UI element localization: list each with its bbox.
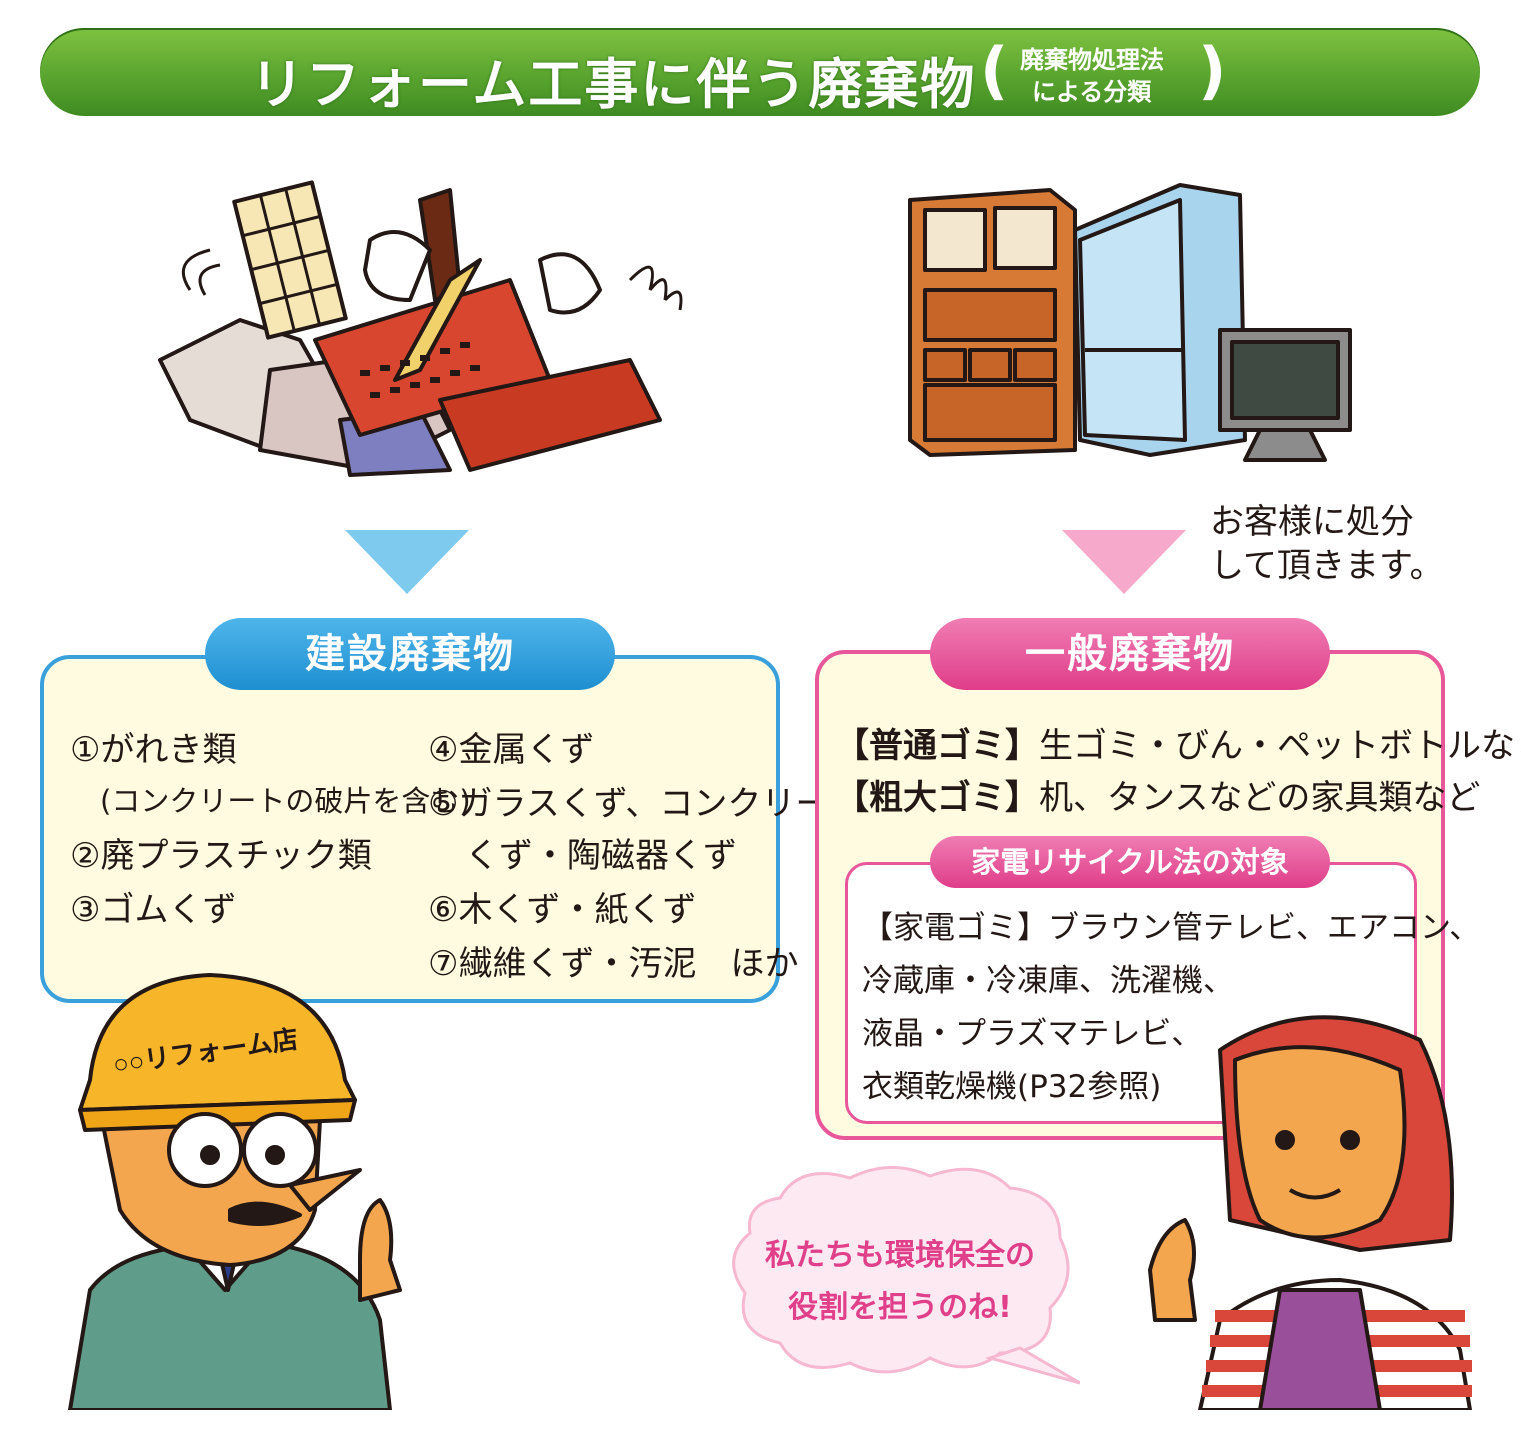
appliance-recycling-box [845, 862, 1417, 1124]
speech-line1: 私たちも環境保全の [765, 1238, 1035, 1273]
appliance-line: 衣類乾燥機(P32参照) [862, 1069, 1162, 1105]
normal-garbage-text: 生ゴミ・びん・ペットボトルなど [1039, 726, 1521, 766]
appliance-line: 【家電ゴミ】ブラウン管テレビ、エアコン、 [862, 902, 1480, 947]
construction-item-note: (コンクリートの破片を含む) [100, 784, 471, 818]
construction-waste-box [40, 655, 780, 1003]
disposal-note-line1: お客様に処分 [1210, 502, 1414, 542]
bulky-garbage-text: 机、タンスなどの家具類など [1039, 778, 1481, 818]
page-title: リフォーム工事に伴う廃棄物 [250, 53, 977, 116]
down-arrow-icon [345, 530, 469, 594]
woman-illustration [1148, 1015, 1472, 1410]
general-waste-heading: 一般廃棄物 [930, 618, 1330, 690]
construction-item: ①がれき類 [70, 730, 237, 770]
construction-item: ⑤ガラスくず、コンクリート [428, 784, 864, 824]
normal-garbage-tag: 【普通ゴミ】 [835, 726, 1039, 766]
title-subtitle-line1: 廃棄物処理法 [1020, 46, 1164, 74]
appliance-recycling-heading: 家電リサイクル法の対象 [930, 836, 1330, 888]
construction-item: ⑦繊維くず・汚泥 ほか [428, 944, 799, 984]
normal-garbage-line: 【普通ゴミ】生ゴミ・びん・ペットボトルなど [835, 718, 1521, 767]
bulky-garbage-tag: 【粗大ゴミ】 [835, 778, 1039, 818]
furniture-appliances-illustration [908, 183, 1352, 462]
title-paren-open: ( [980, 34, 1009, 107]
speech-bubble [732, 1166, 1080, 1385]
construction-worker-illustration: ○○リフォーム店 [68, 973, 402, 1410]
bulky-garbage-line: 【粗大ゴミ】机、タンスなどの家具類など [835, 770, 1480, 819]
down-arrow-icon [1062, 530, 1186, 594]
appliance-line: 冷蔵庫・冷凍庫、洗濯機、 [862, 963, 1234, 999]
title-paren-close: ) [1198, 34, 1227, 107]
disposal-note-line2: して頂きます。 [1210, 546, 1444, 586]
construction-item: ③ゴムくず [70, 890, 237, 930]
speech-bubble-text: 私たちも環境保全の 役割を担うのね! [740, 1230, 1060, 1334]
construction-item: ⑥木くず・紙くず [428, 890, 697, 930]
disposal-note: お客様に処分 して頂きます。 [1210, 500, 1444, 588]
appliance-tag: 【家電ゴミ】 [862, 910, 1048, 946]
construction-waste-heading: 建設廃棄物 [205, 618, 615, 690]
title-subtitle-line2: による分類 [1032, 78, 1152, 106]
construction-debris-illustration [158, 180, 683, 477]
title-banner [40, 28, 1480, 116]
construction-item: ④金属くず [428, 730, 595, 770]
construction-item: ②廃プラスチック類 [70, 836, 372, 876]
construction-item-continued: くず・陶磁器くず [465, 836, 737, 876]
appliance-line: 液晶・プラズマテレビ、 [862, 1016, 1203, 1052]
speech-line2: 役割を担うのね! [788, 1290, 1012, 1325]
appliance-text: ブラウン管テレビ、エアコン、 [1048, 910, 1481, 946]
